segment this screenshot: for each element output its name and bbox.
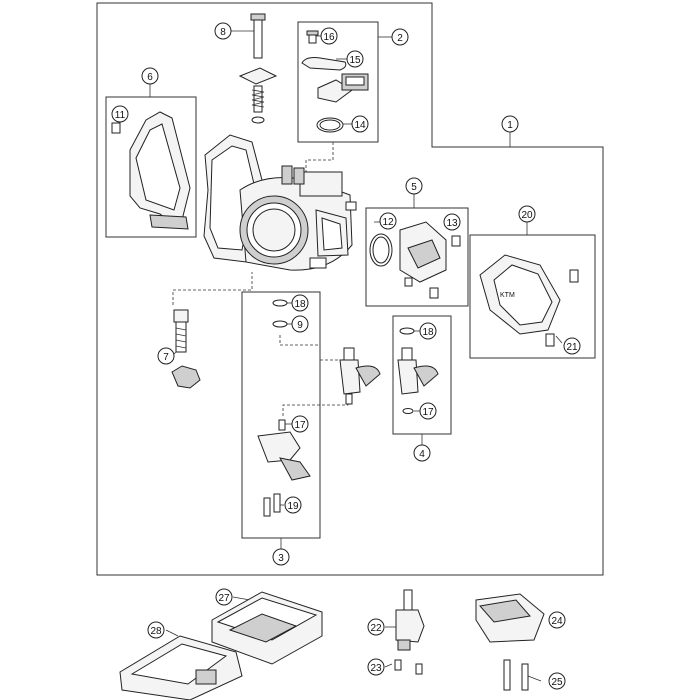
callout-15: 15 [346,50,364,68]
throttle-shaft-part-8 [238,13,278,124]
svg-text:17: 17 [294,420,306,431]
callout-6: 6 [141,67,159,85]
sensor-group-part-2 [301,30,369,133]
callout-2: 2 [391,28,409,46]
ktm-logo-text: KTM [500,292,515,299]
svg-text:28: 28 [150,626,162,637]
frame-3 [241,291,321,539]
callout-20: 20 [518,205,536,223]
svg-text:21: 21 [566,342,578,353]
callout-14: 14 [351,115,369,133]
callout-23: 23 [367,658,385,676]
callout-5: 5 [405,177,423,195]
callout-12: 12 [379,212,397,230]
svg-text:23: 23 [370,663,382,674]
sensor-part-5 [369,221,461,299]
callout-16: 16 [320,27,338,45]
connector-part-24 [475,593,545,691]
sensor-part-7 [171,309,201,389]
svg-text:9: 9 [297,320,303,331]
svg-text:15: 15 [349,55,361,66]
svg-text:17: 17 [422,407,434,418]
callout-3: 3 [272,548,290,566]
svg-text:16: 16 [323,32,335,43]
callouts: 1 2 3 4 5 6 7 8 9 11 12 13 14 15 16 17 1… [111,22,581,690]
injector-part-4 [397,327,439,414]
svg-text:18: 18 [294,299,306,310]
svg-text:2: 2 [397,33,403,44]
svg-text:25: 25 [551,677,563,688]
svg-text:20: 20 [521,210,533,221]
svg-text:6: 6 [147,72,153,83]
callout-4: 4 [413,444,431,462]
callout-1: 1 [501,115,519,133]
callout-18-b: 18 [419,322,437,340]
callout-22: 22 [367,618,385,636]
svg-text:4: 4 [419,449,425,460]
svg-text:12: 12 [382,217,394,228]
frame-20 [469,234,596,359]
sensor-part-22 [394,589,425,675]
callout-11: 11 [111,105,129,123]
leader-lines [117,30,563,682]
svg-text:19: 19 [287,501,299,512]
svg-text:1: 1 [507,120,513,131]
svg-text:5: 5 [411,182,417,193]
frame-6 [105,96,197,238]
svg-text:3: 3 [278,553,284,564]
svg-text:14: 14 [354,120,366,131]
callout-25: 25 [548,672,566,690]
callout-17-b: 17 [419,402,437,420]
callout-19: 19 [284,496,302,514]
dashed-connections [172,142,349,418]
bracket-part-6 [111,111,191,230]
module-part-28 [119,635,243,700]
injector-group-part-3 [257,299,381,517]
callout-17-a: 17 [291,415,309,433]
callout-18-a: 18 [291,294,309,312]
callout-13: 13 [443,213,461,231]
svg-text:13: 13 [446,218,458,229]
svg-text:24: 24 [551,616,563,627]
callout-21: 21 [563,337,581,355]
callout-8: 8 [214,22,232,40]
svg-text:22: 22 [370,623,382,634]
frame-8-zone [297,21,379,143]
svg-text:27: 27 [218,593,230,604]
assembly-frame-1 [96,2,604,576]
sensor-cover-part-20: KTM [479,254,579,347]
svg-text:7: 7 [163,352,169,363]
callout-9: 9 [291,315,309,333]
callout-7: 7 [157,347,175,365]
throttle-body-part-1 [203,134,357,271]
callout-28: 28 [147,621,165,639]
ecu-part-27 [211,591,323,665]
frame-5 [365,207,469,307]
callout-24: 24 [548,611,566,629]
svg-text:11: 11 [115,110,126,121]
svg-text:18: 18 [422,327,434,338]
svg-text:8: 8 [220,27,226,38]
callout-27: 27 [215,588,233,606]
